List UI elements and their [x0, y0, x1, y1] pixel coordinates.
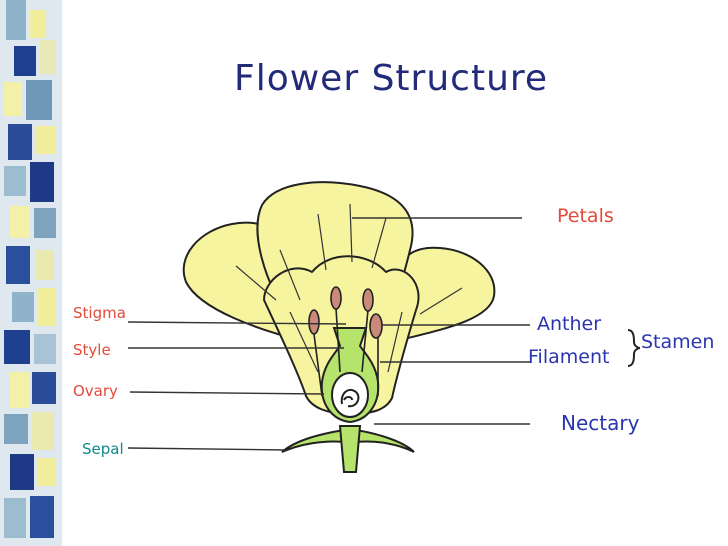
decorative-border-strip: [0, 0, 62, 546]
label-nectary: Nectary: [561, 411, 640, 435]
stamens-shape: [308, 286, 383, 397]
label-ovary: Ovary: [73, 382, 118, 400]
label-sepal: Sepal: [82, 440, 124, 458]
stamen-brace: [627, 329, 641, 367]
slide-title: Flower Structure: [234, 58, 549, 99]
label-anther: Anther: [537, 313, 602, 335]
sepal-shape: [281, 425, 415, 473]
label-filament: Filament: [528, 346, 610, 368]
label-stamen: Stamen: [641, 331, 715, 353]
label-petals: Petals: [557, 205, 614, 227]
label-stigma: Stigma: [73, 304, 126, 322]
label-style: Style: [73, 341, 111, 359]
leader-lines: [127, 217, 530, 451]
